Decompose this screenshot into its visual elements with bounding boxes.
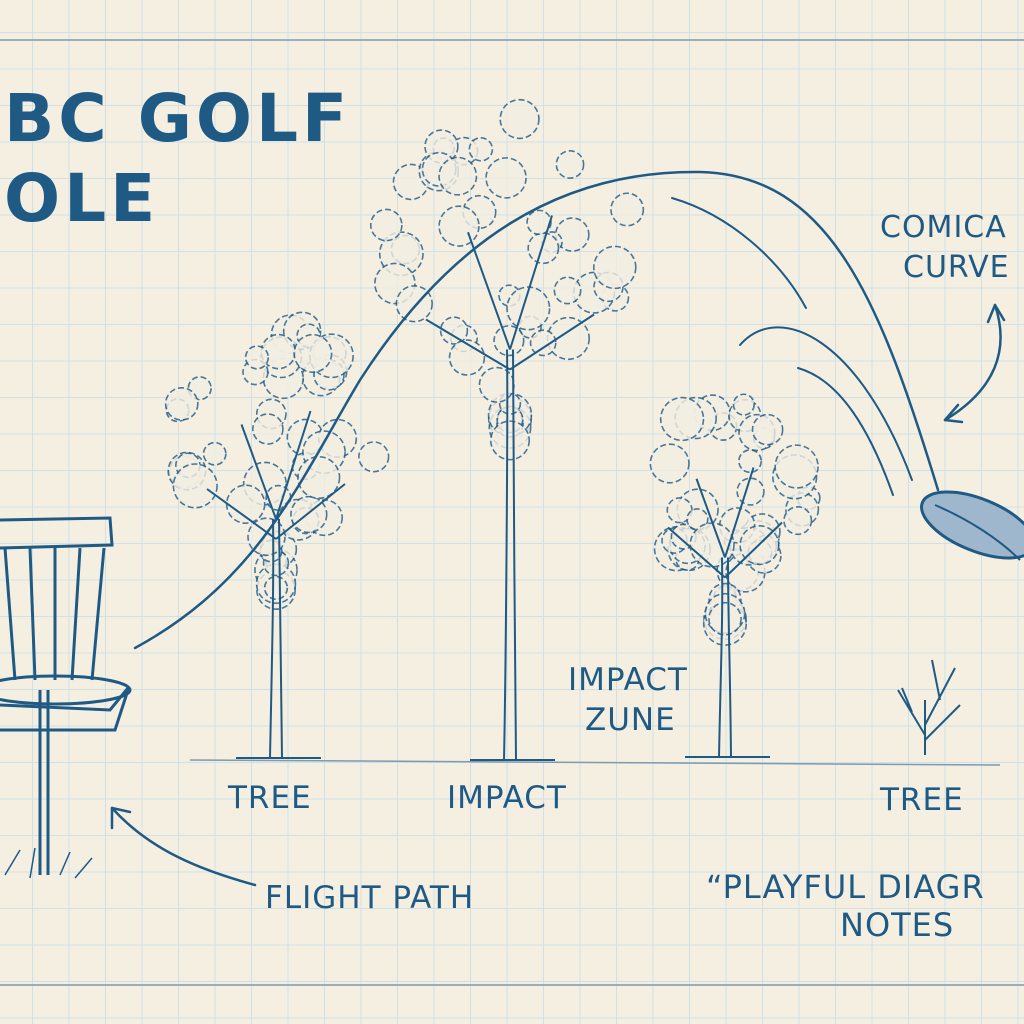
tree-left-label: TREE xyxy=(228,780,312,816)
ground-line xyxy=(189,759,1001,766)
tree-icon xyxy=(164,311,390,759)
impact-label: IMPACT xyxy=(447,780,567,816)
tree-icon xyxy=(649,393,821,758)
comical-curve-label-1: COMICA xyxy=(880,210,1007,245)
notes-label-1: “PLAYFUL DIAGR xyxy=(706,868,985,906)
title-line-2: OLE xyxy=(4,160,160,237)
flight-path-curve xyxy=(133,170,940,650)
motion-lines xyxy=(671,197,913,496)
bush-icon xyxy=(897,659,961,755)
impact-zone-label-2: ZUNE xyxy=(585,702,676,738)
disc-golf-basket-icon xyxy=(0,516,132,879)
arrows xyxy=(110,303,1006,887)
notes-label-2: NOTES xyxy=(840,906,955,944)
tree-icon xyxy=(369,98,645,761)
flight-path-label: FLIGHT PATH xyxy=(265,880,475,916)
impact-zone-label-1: IMPACT xyxy=(568,662,688,698)
comical-curve-arrow xyxy=(943,303,1002,422)
flight-path-arrow xyxy=(110,806,257,887)
disc-icon xyxy=(920,490,1024,561)
title-line-1: BC GOLF xyxy=(4,80,352,157)
tree-right-label: TREE xyxy=(880,782,964,818)
comical-curve-label-2: CURVE xyxy=(903,250,1010,285)
